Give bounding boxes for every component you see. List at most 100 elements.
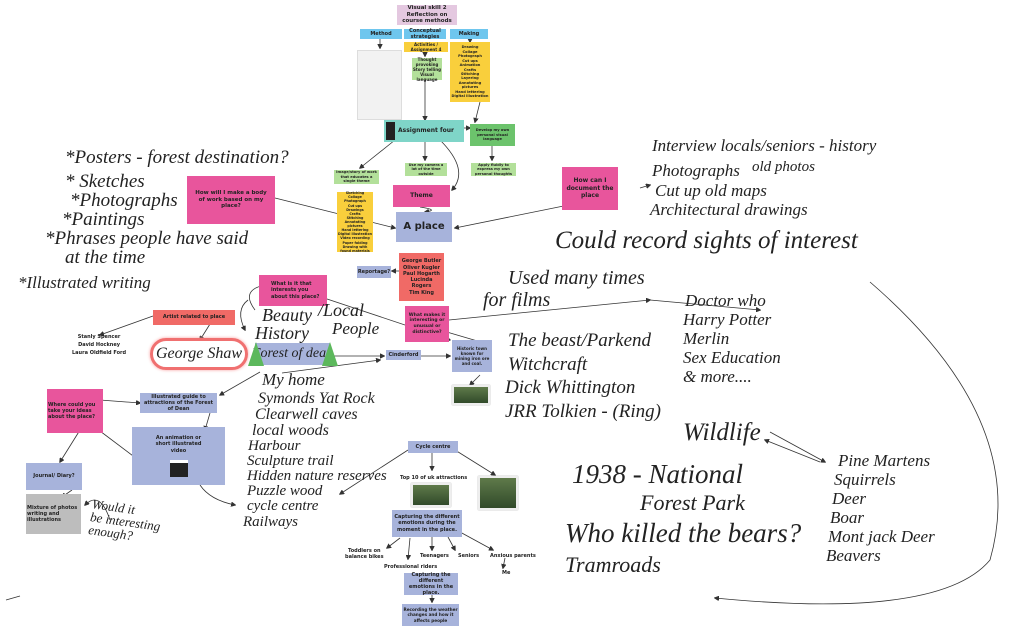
anxious-label: Anxious parents	[490, 553, 536, 559]
illustrated-guide-note[interactable]: Illustrated guide to attractions of the …	[140, 393, 217, 413]
making-note[interactable]: Making	[450, 29, 488, 39]
place-item: Railways	[243, 514, 298, 530]
cinderford-note[interactable]: Cinderford	[386, 350, 421, 360]
conceptual-note[interactable]: Conceptual strategies	[404, 28, 446, 40]
hand-at-the-time: at the time	[65, 247, 146, 268]
hand-beauty: Beauty	[262, 305, 312, 325]
hand-beast: The beast/Parkend	[508, 330, 652, 351]
hand-phrases: *Phrases people have said	[45, 228, 249, 249]
reportage-artists-note[interactable]: George Butler Oliver Kugler Paul Hogarth…	[399, 253, 444, 301]
seniors-label: Seniors	[458, 553, 480, 559]
forest-of-dean-note[interactable]: Forest of dean	[251, 343, 334, 365]
body-of-work-question[interactable]: How will I make a body of work based on …	[187, 176, 275, 224]
place-item: Harbour	[248, 438, 301, 454]
mixture-note[interactable]: Mixture of photos writing and illustrati…	[26, 494, 81, 534]
develop-note[interactable]: Develop my own personal visual language	[470, 124, 515, 146]
place-item: Sculpture trail	[247, 453, 334, 469]
title-note[interactable]: Visual skill 2 Reflection on course meth…	[397, 5, 457, 25]
artists-list: Stanly Spencer David Hockney Laura Oldfi…	[72, 334, 127, 356]
film-item: Harry Potter	[683, 310, 772, 329]
teenagers-label: Teenagers	[420, 553, 449, 559]
hand-people: People	[332, 319, 380, 338]
animal-item: Deer	[832, 489, 866, 508]
document-icon	[386, 122, 395, 140]
image-story-note[interactable]: Image/story of work that educates a sing…	[334, 170, 379, 184]
apply-note[interactable]: Apply fluidly to express my own personal…	[471, 163, 516, 176]
document-question[interactable]: How can I document the place	[562, 167, 618, 210]
film-item: & more....	[683, 367, 752, 386]
place-item: cycle centre	[247, 498, 319, 514]
animal-item: Beavers	[826, 546, 881, 565]
animation-label: An animation or short illustrated video	[155, 435, 202, 454]
hand-history: History	[255, 323, 309, 343]
assignment-label: Assignment four	[398, 127, 454, 135]
hand-national: 1938 - National	[572, 459, 744, 489]
hand-used: Used many times	[508, 267, 645, 289]
method-document-image[interactable]	[357, 50, 402, 120]
hand-maps: Cut up old maps	[655, 181, 767, 200]
assignment-four-note[interactable]: Assignment four	[384, 120, 464, 142]
capture-emotions-note[interactable]: Capturing the different emotions during …	[392, 510, 462, 537]
cycle-centre-note[interactable]: Cycle centre	[408, 441, 458, 453]
hand-paintings: *Paintings	[62, 209, 145, 230]
hand-bears: Who killed the bears?	[565, 518, 802, 548]
forest-photo[interactable]	[411, 483, 451, 507]
place-item: My home	[262, 370, 325, 389]
hand-architectural: Architectural drawings	[650, 200, 808, 219]
film-item: Merlin	[683, 329, 730, 348]
hand-wildlife: Wildlife	[683, 419, 761, 446]
hand-dick: Dick Whittington	[505, 377, 636, 398]
george-shaw-label: George Shaw	[155, 345, 243, 362]
activities-note[interactable]: Activities / Assignment 4	[404, 42, 448, 52]
capture-place-note[interactable]: Capturing the different emotions in the …	[404, 572, 458, 596]
hand-photographs-right: Photographs	[652, 161, 740, 180]
pro-riders-label: Professional riders	[384, 564, 438, 570]
tree-icon	[248, 342, 264, 366]
tree-icon	[322, 342, 338, 366]
hand-would-it: Would it be interesting enough?	[87, 496, 162, 544]
distinctive-question[interactable]: What makes it interesting or unusual or …	[405, 306, 449, 342]
hand-local: /Local	[318, 300, 365, 320]
hand-could-record: Could record sights of interest	[555, 227, 858, 254]
making-list-note[interactable]: Drawing Collage Photograph Cut ups Anima…	[450, 42, 490, 102]
techniques-note[interactable]: Sketching Collage Photograph Cut ups Dra…	[337, 191, 373, 253]
hand-tramroads: Tramroads	[565, 552, 661, 577]
hand-illustrated-writing: *Illustrated writing	[18, 273, 151, 292]
hand-old-photos: old photos	[752, 159, 815, 175]
hand-jrr: JRR Tolkien - (Ring)	[505, 401, 662, 422]
place-item: local woods	[252, 422, 329, 439]
where-question[interactable]: Where could you take your ideas about th…	[47, 389, 103, 433]
artist-related-note[interactable]: Artist related to place	[153, 310, 235, 325]
historic-town-note[interactable]: Historic town known for mining iron ore …	[452, 340, 492, 372]
a-place-note[interactable]: A place	[396, 212, 452, 242]
interest-question[interactable]: What is it that interests you about this…	[259, 275, 327, 306]
hand-sketches: * Sketches	[65, 171, 145, 192]
town-photo[interactable]	[452, 385, 490, 405]
place-item: Hidden nature reserves	[247, 468, 387, 484]
hand-forest-park: Forest Park	[640, 490, 745, 515]
forest-label: Forest of dean	[251, 346, 334, 361]
animation-note[interactable]: An animation or short illustrated video	[132, 427, 225, 485]
top10-label: Top 10 of uk attractions	[400, 475, 468, 481]
animal-item: Squirrels	[834, 470, 896, 489]
camera-note[interactable]: Use my camera a lot of the time outside	[405, 163, 447, 176]
thought-note[interactable]: Thought provoking Story telling Visual l…	[412, 56, 442, 82]
theme-note[interactable]: Theme	[393, 185, 450, 207]
clapperboard-icon	[169, 459, 188, 477]
film-item: Doctor who	[685, 291, 766, 310]
animal-item: Boar	[830, 508, 864, 527]
method-note[interactable]: Method	[360, 29, 402, 39]
hand-interview: Interview locals/seniors - history	[652, 136, 877, 155]
reportage-note[interactable]: Reportage?	[357, 266, 391, 278]
film-item: Sex Education	[683, 348, 781, 367]
animal-item: Mont jack Deer	[828, 527, 935, 546]
hand-posters: *Posters - forest destination?	[65, 147, 289, 168]
journal-note[interactable]: Journal/ Diary?	[26, 463, 82, 490]
place-item: Symonds Yat Rock	[258, 390, 375, 407]
me-label: Me	[502, 570, 511, 576]
george-shaw-cloud[interactable]: George Shaw	[150, 338, 248, 370]
cycling-photo[interactable]	[478, 476, 518, 510]
place-item: Puzzle wood	[247, 483, 323, 499]
hand-photographs: *Photographs	[70, 190, 178, 211]
weather-note[interactable]: Recording the weather changes and how it…	[402, 604, 459, 626]
